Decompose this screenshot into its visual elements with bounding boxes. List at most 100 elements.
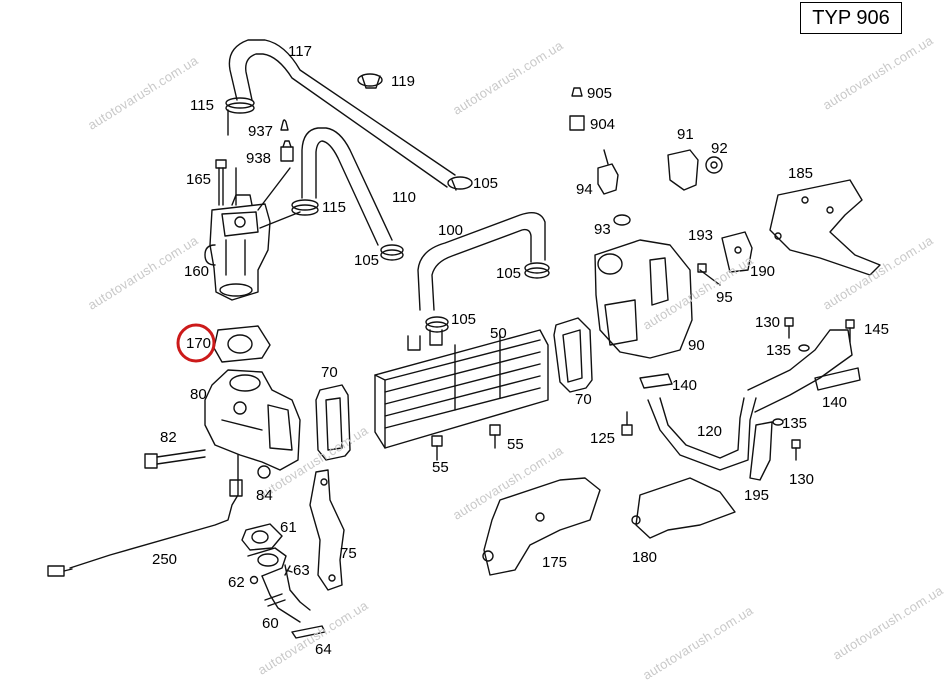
sensor-94: [597, 149, 619, 195]
part-label-55-b: 55: [507, 436, 524, 453]
part-label-250: 250: [152, 551, 178, 568]
bracket-180: [631, 477, 736, 539]
nut-84: [257, 465, 271, 479]
part-label-195: 195: [744, 487, 770, 504]
bracket-185: [769, 179, 881, 276]
heat-shield-175: [482, 477, 601, 576]
part-label-130-b: 130: [789, 471, 815, 488]
clamp-105-right: [524, 262, 550, 279]
part-label-64: 64: [315, 641, 332, 658]
part-label-125: 125: [590, 430, 616, 447]
flange-pipe-60: [247, 547, 311, 623]
nut-92: [705, 156, 723, 174]
part-label-120: 120: [697, 423, 723, 440]
bracket-75: [309, 469, 345, 591]
egr-valve-160: [204, 194, 271, 301]
gasket-70-left: [315, 384, 351, 461]
part-label-70-a: 70: [321, 364, 338, 381]
part-label-190: 190: [750, 263, 776, 280]
part-label-91: 91: [677, 126, 694, 143]
part-label-130-a: 130: [755, 314, 781, 331]
part-label-84: 84: [256, 487, 273, 504]
housing-80: [204, 369, 301, 471]
bolt-125: [621, 411, 633, 436]
part-label-105-c: 105: [496, 265, 522, 282]
part-label-93: 93: [594, 221, 611, 238]
part-label-95: 95: [716, 289, 733, 306]
clamp-105-mid: [380, 244, 404, 261]
type-label-box: TYP 906: [800, 2, 902, 34]
gasket-61: [241, 523, 283, 551]
part-label-140-b: 140: [822, 394, 848, 411]
housing-90: [594, 239, 693, 359]
part-label-60: 60: [262, 615, 279, 632]
hose-110: [301, 127, 393, 246]
pipe-120: [647, 397, 757, 471]
screw-62: [249, 575, 259, 585]
part-label-135-a: 135: [766, 342, 792, 359]
part-label-904: 904: [590, 116, 616, 133]
bolt-55-left: [431, 435, 443, 461]
clamp-115-top: [225, 97, 255, 114]
part-label-105-d: 105: [451, 311, 477, 328]
part-label-160: 160: [184, 263, 210, 280]
bolt-95: [697, 263, 721, 286]
highlight-circle-170: [176, 323, 216, 363]
part-label-90: 90: [688, 337, 705, 354]
bracket-190: [721, 231, 753, 273]
part-label-82: 82: [160, 429, 177, 446]
hose-100: [417, 212, 546, 311]
part-label-119: 119: [391, 73, 415, 90]
egr-cooler-50: [374, 329, 549, 449]
part-label-80: 80: [190, 386, 207, 403]
part-label-938: 938: [246, 150, 272, 167]
part-label-75: 75: [340, 545, 357, 562]
part-label-115-b: 115: [322, 199, 346, 216]
gasket-170: [213, 325, 271, 363]
part-label-115-a: 115: [190, 97, 214, 114]
actuator-91: [667, 149, 699, 191]
part-label-55-a: 55: [432, 459, 449, 476]
stud-145: [845, 319, 855, 343]
part-label-140-a: 140: [672, 377, 698, 394]
part-label-937: 937: [248, 123, 274, 140]
part-label-70-b: 70: [575, 391, 592, 408]
part-label-61: 61: [280, 519, 297, 536]
part-label-180: 180: [632, 549, 658, 566]
part-label-100: 100: [438, 222, 464, 239]
connector-904: [569, 115, 585, 131]
clamp-115-mid: [291, 199, 319, 216]
clamp-105-low: [425, 316, 449, 333]
fitting-937: [280, 119, 289, 131]
gasket-140-mid: [639, 373, 673, 389]
part-label-145: 145: [864, 321, 890, 338]
washer-135-top: [798, 344, 810, 352]
cap-905: [571, 87, 583, 97]
part-label-110: 110: [392, 189, 416, 206]
part-label-50: 50: [490, 325, 507, 342]
bolt-55-right: [489, 424, 501, 449]
hose-117: [228, 39, 456, 188]
seal-93: [613, 214, 631, 226]
part-label-135-b: 135: [782, 415, 808, 432]
screw-63: [284, 565, 293, 576]
part-label-63: 63: [293, 562, 310, 579]
bracket-195: [749, 421, 773, 481]
bolt-165: [215, 159, 227, 206]
clamp-119: [357, 73, 383, 89]
part-label-170: 170: [186, 335, 212, 352]
part-label-117: 117: [288, 43, 312, 60]
part-label-105-b: 105: [354, 252, 380, 269]
gasket-64: [291, 625, 326, 639]
bolt-130-low: [791, 439, 801, 461]
part-label-92: 92: [711, 140, 728, 157]
part-label-175: 175: [542, 554, 568, 571]
part-label-94: 94: [576, 181, 593, 198]
clamp-105-top: [447, 176, 473, 191]
sensor-250: [47, 454, 243, 577]
part-label-193: 193: [688, 227, 714, 244]
washer-135-low: [772, 418, 784, 426]
part-label-905: 905: [587, 85, 613, 102]
